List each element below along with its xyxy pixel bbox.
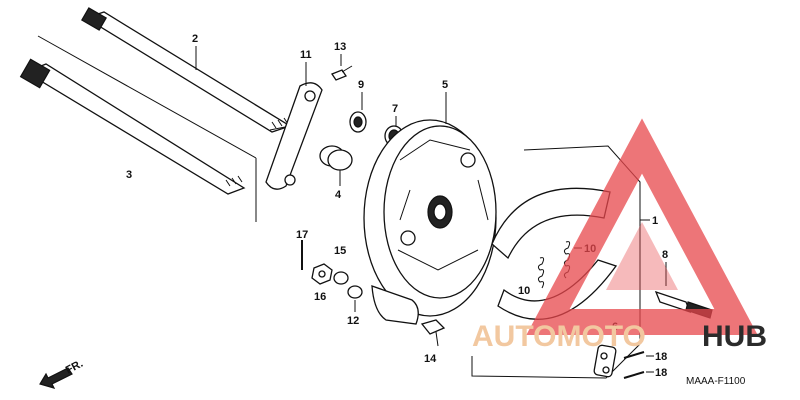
watermark-text-part1: AUTOMOTO [472, 320, 646, 353]
diagram-code: MAAA-F1100 [686, 376, 746, 387]
label-14: 14 [424, 353, 437, 365]
spring-10b [537, 257, 545, 289]
label-3: 3 [126, 169, 132, 181]
watermark-text-part2: HUB [702, 320, 767, 353]
collar-4 [319, 145, 353, 171]
washer-12 [347, 285, 363, 299]
axle-lower [19, 58, 246, 195]
nut-16 [311, 263, 333, 285]
label-12: 12 [347, 315, 359, 327]
stopper-arm [265, 82, 323, 190]
shoe-assembly-bracket [471, 145, 641, 379]
label-10-lower: 10 [518, 285, 530, 297]
washer-15 [333, 271, 349, 285]
brake-panel [363, 119, 497, 325]
label-2: 2 [192, 33, 198, 45]
label-1: 1 [652, 215, 658, 227]
watermark-logo [526, 118, 758, 335]
bolt-14 [420, 319, 446, 347]
plate-6 [593, 344, 617, 378]
seal-9 [349, 111, 367, 133]
label-9: 9 [358, 79, 364, 91]
label-15: 15 [334, 245, 346, 257]
bolt-13 [331, 65, 353, 81]
label-17: 17 [296, 229, 308, 241]
direction-marker: FR. [64, 358, 85, 377]
label-13: 13 [334, 41, 346, 53]
label-4: 4 [335, 189, 342, 201]
front-direction-arrow [39, 367, 73, 389]
label-18-upper: 18 [655, 351, 667, 363]
label-18-lower: 18 [655, 367, 667, 379]
label-16: 16 [314, 291, 326, 303]
label-11: 11 [300, 49, 312, 61]
label-5: 5 [442, 79, 448, 91]
label-8: 8 [662, 249, 668, 261]
label-7: 7 [392, 103, 398, 115]
